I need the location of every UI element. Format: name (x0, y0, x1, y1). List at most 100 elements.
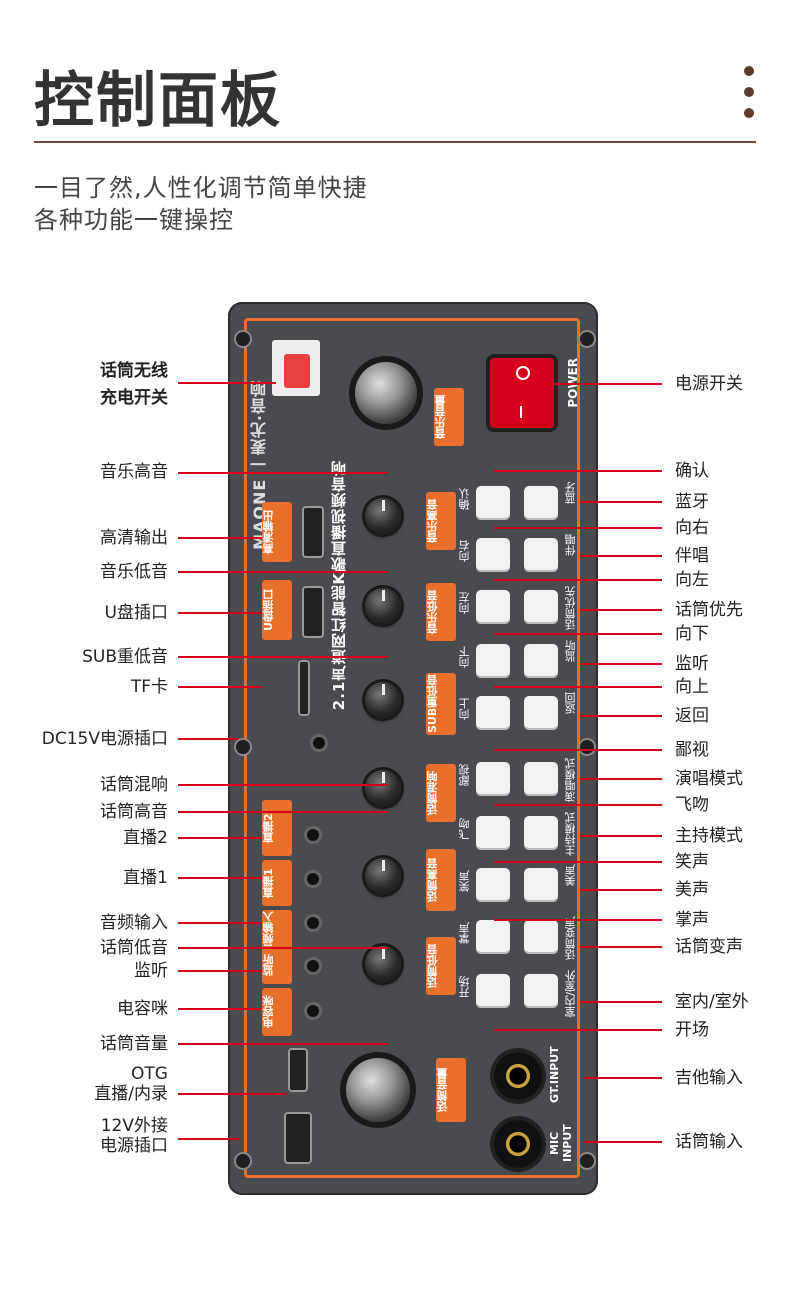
power-switch[interactable] (490, 358, 554, 428)
button-label: 伴唱 (564, 534, 577, 556)
button-3-left[interactable] (476, 590, 510, 624)
dc15v-jack[interactable] (310, 734, 328, 752)
button-6-left[interactable] (476, 762, 510, 796)
right-label: 监听 (675, 654, 709, 674)
leader-line (580, 946, 662, 948)
right-label: 伴唱 (675, 546, 709, 566)
left-label: 电容咪 (117, 999, 168, 1019)
leader-line (554, 383, 662, 385)
mic-charge-switch[interactable] (272, 340, 320, 396)
dc12v-port[interactable] (284, 1112, 312, 1164)
leader-line (580, 609, 662, 611)
left-label: 直播2 (123, 828, 168, 848)
button-3-right[interactable] (524, 590, 558, 624)
screw-icon (578, 738, 596, 756)
right-label: 话筒输入 (675, 1132, 743, 1152)
hdmi-port[interactable] (302, 506, 324, 558)
live1-jack[interactable] (304, 870, 322, 888)
leader-line (494, 749, 662, 751)
mic-bass-tag: 话筒低音 (426, 937, 456, 995)
button-label: 美声 (564, 864, 577, 886)
subtitle-1: 一目了然,人性化调节简单快捷 (34, 174, 368, 202)
left-label: 直播1 (123, 868, 168, 888)
button-7-left[interactable] (476, 816, 510, 850)
button-9-left[interactable] (476, 920, 510, 954)
mic-echo-tag: 话筒混响 (426, 764, 456, 822)
leader-line (494, 633, 662, 635)
sub-woofer-tag: SUB重低音 (426, 673, 456, 735)
leader-line (580, 778, 662, 780)
leader-line (178, 472, 388, 474)
left-label: OTG (131, 1064, 168, 1084)
right-label: 掌声 (675, 910, 709, 930)
right-label: 返回 (675, 706, 709, 726)
left-label: DC15V电源插口 (41, 729, 168, 749)
live1-tag: 直播1 (262, 860, 292, 906)
music-treble-tag: 音乐高音 (426, 492, 456, 550)
button-4-right[interactable] (524, 644, 558, 678)
leader-line (178, 571, 388, 573)
button-7-right[interactable] (524, 816, 558, 850)
left-label: 12V外接 (100, 1116, 168, 1136)
leader-line (178, 784, 388, 786)
button-label: 向右 (458, 540, 471, 562)
music-volume-knob[interactable] (355, 362, 417, 424)
more-icon[interactable] (744, 66, 756, 122)
left-label: 话筒高音 (100, 802, 168, 822)
leader-line (178, 1043, 388, 1045)
right-label: 向左 (675, 570, 709, 590)
button-1-left[interactable] (476, 486, 510, 520)
button-label: 掌声 (458, 922, 471, 944)
button-5-right[interactable] (524, 696, 558, 730)
music-treble-knob[interactable] (365, 498, 401, 534)
leader-line (178, 1093, 286, 1095)
mic-echo-knob[interactable] (365, 770, 401, 806)
usb-port[interactable] (302, 586, 324, 638)
button-10-right[interactable] (524, 974, 558, 1008)
button-2-right[interactable] (524, 538, 558, 572)
phones-jack[interactable] (304, 957, 322, 975)
mic-treble-knob[interactable] (365, 858, 401, 894)
button-6-right[interactable] (524, 762, 558, 796)
music-bass-knob[interactable] (365, 588, 401, 624)
subtitle-2: 各种功能一键操控 (34, 206, 234, 234)
button-10-left[interactable] (476, 974, 510, 1008)
button-5-left[interactable] (476, 696, 510, 730)
left-label: 话筒混响 (100, 775, 168, 795)
button-1-right[interactable] (524, 486, 558, 520)
music-volume-tag: 音乐音量 (434, 388, 464, 446)
button-8-left[interactable] (476, 868, 510, 902)
guitar-input-jack[interactable] (494, 1052, 542, 1100)
button-label: 监听 (564, 640, 577, 662)
left-label: SUB重低音 (82, 647, 168, 667)
button-2-left[interactable] (476, 538, 510, 572)
tf-card-slot[interactable] (298, 660, 310, 716)
right-label: 演唱模式 (675, 769, 743, 789)
left-label: 音频输入 (100, 913, 168, 933)
button-label: 主持模式 (564, 812, 577, 856)
mic-input-tag: 电容咪 (262, 988, 292, 1036)
leader-line (580, 1001, 662, 1003)
music-bass-tag: 音乐低音 (426, 583, 456, 641)
mic-volume-knob[interactable] (346, 1058, 410, 1122)
leader-line (580, 663, 662, 665)
live2-jack[interactable] (304, 826, 322, 844)
leader-line (178, 738, 238, 740)
left-label: U盘插口 (104, 603, 168, 623)
mic-bass-knob[interactable] (365, 946, 401, 982)
leader-line (178, 382, 276, 384)
button-8-right[interactable] (524, 868, 558, 902)
leader-line (178, 947, 388, 949)
button-4-left[interactable] (476, 644, 510, 678)
leader-line (178, 877, 262, 879)
otg-typec-port[interactable] (288, 1048, 308, 1092)
right-label: 开场 (675, 1020, 709, 1040)
screw-icon (578, 330, 596, 348)
screw-icon (234, 738, 252, 756)
mic-input-jack[interactable] (494, 1120, 542, 1168)
condenser-mic-jack[interactable] (304, 1002, 322, 1020)
sub-woofer-knob[interactable] (365, 682, 401, 718)
button-9-right[interactable] (524, 920, 558, 954)
aux-input-jack[interactable] (304, 914, 322, 932)
button-label: 话筒变声 (564, 916, 577, 960)
